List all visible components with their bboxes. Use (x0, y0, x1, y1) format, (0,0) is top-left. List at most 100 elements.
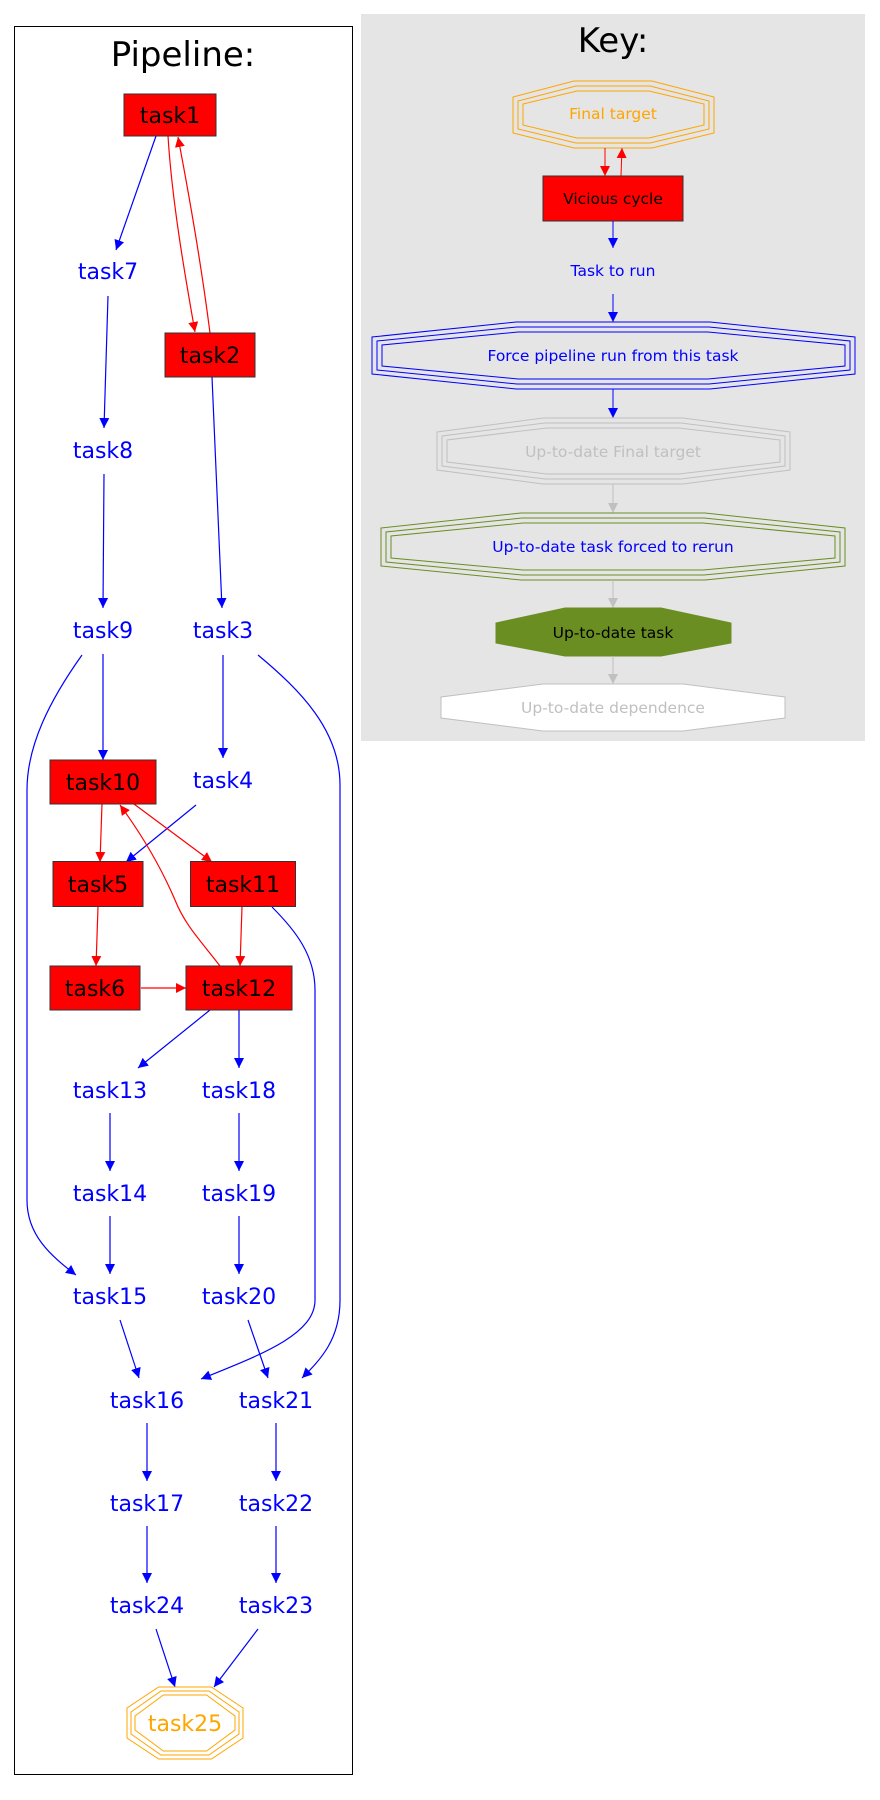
key-cluster: Key: Final target Vicious cycle Task to … (361, 14, 865, 741)
node-task5[interactable]: task5 (52, 861, 144, 907)
node-task16[interactable]: task16 (110, 1389, 184, 1414)
node-task24[interactable]: task24 (110, 1594, 184, 1619)
node-task25[interactable]: task25 (126, 1686, 244, 1760)
uptodate-dependence-octagon (440, 683, 786, 732)
node-task23[interactable]: task23 (239, 1594, 313, 1619)
uptodate-forced-octagon-mid (385, 517, 841, 576)
node-label-task11: task11 (206, 873, 280, 898)
node-task12[interactable]: task12 (185, 965, 293, 1011)
edge-task10-to-task11 (133, 803, 213, 863)
uptodate-final-octagon-mid (441, 422, 786, 480)
final-target-octagon-ring-1 (130, 1690, 240, 1756)
node-task13[interactable]: task13 (73, 1079, 147, 1104)
edge-task10-to-task5 (95, 803, 106, 863)
node-label-task19: task19 (202, 1182, 276, 1207)
node-task14[interactable]: task14 (73, 1182, 147, 1207)
edge-task4-to-task5 (125, 804, 197, 863)
uptodate-forced-octagon-inner (390, 522, 836, 571)
node-label-task1: task1 (140, 104, 200, 129)
node-task21[interactable]: task21 (239, 1389, 313, 1414)
node-label-task15: task15 (73, 1285, 147, 1310)
pipeline-edges (26, 135, 341, 1688)
node-task4[interactable]: task4 (193, 769, 253, 794)
node-task9[interactable]: task9 (73, 619, 133, 644)
edge-task7-to-task8 (99, 295, 110, 429)
node-box-task6 (49, 965, 141, 1011)
edge-task2-to-task3 (211, 376, 227, 609)
node-label-task5: task5 (68, 873, 128, 898)
node-label-task7: task7 (78, 260, 138, 285)
key-label-final-target: Final target (569, 105, 657, 123)
key-label-vicious-cycle: Vicious cycle (563, 190, 663, 208)
node-label-task2: task2 (180, 344, 240, 369)
final-target-octagon-ring-2 (134, 1694, 236, 1752)
force-run-octagon-inner (381, 331, 846, 380)
node-box-task1 (123, 93, 217, 137)
key-item-final-target: Final target (512, 80, 715, 149)
final-target-octagon-mid (517, 85, 710, 144)
key-label-task-to-run: Task to run (570, 262, 656, 280)
key-label-uptodate-final: Up-to-date Final target (525, 443, 701, 461)
node-task8[interactable]: task8 (73, 439, 133, 464)
node-label-task24: task24 (110, 1594, 184, 1619)
key-item-force-run: Force pipeline run from this task (371, 321, 856, 390)
node-label-task16: task16 (110, 1389, 184, 1414)
node-box-task12 (185, 965, 293, 1011)
edge-task12-to-task10 (119, 804, 221, 967)
node-task15[interactable]: task15 (73, 1285, 147, 1310)
key-label-uptodate-forced: Up-to-date task forced to rerun (492, 538, 734, 556)
node-task3[interactable]: task3 (193, 619, 253, 644)
key-item-uptodate-final: Up-to-date Final target (436, 417, 791, 485)
node-label-task18: task18 (202, 1079, 276, 1104)
node-label-task21: task21 (239, 1389, 313, 1414)
node-task10[interactable]: task10 (49, 759, 157, 805)
final-target-octagon-ring-0 (126, 1686, 244, 1760)
edge-task9-to-task15 (26, 654, 83, 1276)
key-label-uptodate-task: Up-to-date task (553, 624, 674, 642)
key-label-uptodate-dependence: Up-to-date dependence (521, 699, 705, 717)
node-task22[interactable]: task22 (239, 1492, 313, 1517)
node-label-task22: task22 (239, 1492, 313, 1517)
node-box-task11 (190, 861, 296, 907)
node-box-task10 (49, 759, 157, 805)
force-run-octagon-mid (376, 326, 851, 385)
node-task19[interactable]: task19 (202, 1182, 276, 1207)
node-task17[interactable]: task17 (110, 1492, 184, 1517)
node-label-task3: task3 (193, 619, 253, 644)
node-label-task20: task20 (202, 1285, 276, 1310)
key-label-force-run: Force pipeline run from this task (487, 347, 738, 365)
key-title: Key: (578, 21, 649, 61)
node-task6[interactable]: task6 (49, 965, 141, 1011)
uptodate-task-octagon (495, 607, 732, 657)
edge-task1-to-task7 (114, 135, 157, 251)
key-item-uptodate-dependence: Up-to-date dependence (440, 683, 786, 732)
node-task18[interactable]: task18 (202, 1079, 276, 1104)
edge-task3-to-task21 (257, 654, 341, 1379)
node-label-task25: task25 (148, 1712, 222, 1737)
node-task7[interactable]: task7 (78, 260, 138, 285)
edge-task11-to-task16 (200, 906, 316, 1380)
node-box-task5 (52, 861, 144, 907)
node-label-task6: task6 (65, 977, 125, 1002)
key-item-uptodate-task: Up-to-date task (495, 607, 732, 657)
node-label-task12: task12 (202, 977, 276, 1002)
edge-task15-to-task16 (119, 1319, 141, 1379)
uptodate-forced-octagon-outer (380, 512, 846, 581)
node-label-task13: task13 (73, 1079, 147, 1104)
pipeline-nodes: task1 task2 task3 task4 task5 task6 task7 task8… (49, 93, 313, 1760)
edge-task12-to-task13 (137, 1009, 211, 1069)
node-task20[interactable]: task20 (202, 1285, 276, 1310)
edge-task8-to-task9 (98, 473, 109, 609)
edge-task5-to-task6 (91, 906, 102, 967)
node-task2[interactable]: task2 (164, 332, 256, 378)
node-label-task17: task17 (110, 1492, 184, 1517)
key-item-uptodate-forced: Up-to-date task forced to rerun (380, 512, 846, 581)
node-task11[interactable]: task11 (190, 861, 296, 907)
node-task1[interactable]: task1 (123, 93, 217, 137)
pipeline-cluster: Pipeline: task1 task2 task3 task4 task5 task6… (14, 26, 353, 1775)
pipeline-title: Pipeline: (111, 35, 256, 75)
force-run-octagon-outer (371, 321, 856, 390)
node-label-task14: task14 (73, 1182, 147, 1207)
key-item-vicious-cycle: Vicious cycle (542, 175, 684, 222)
